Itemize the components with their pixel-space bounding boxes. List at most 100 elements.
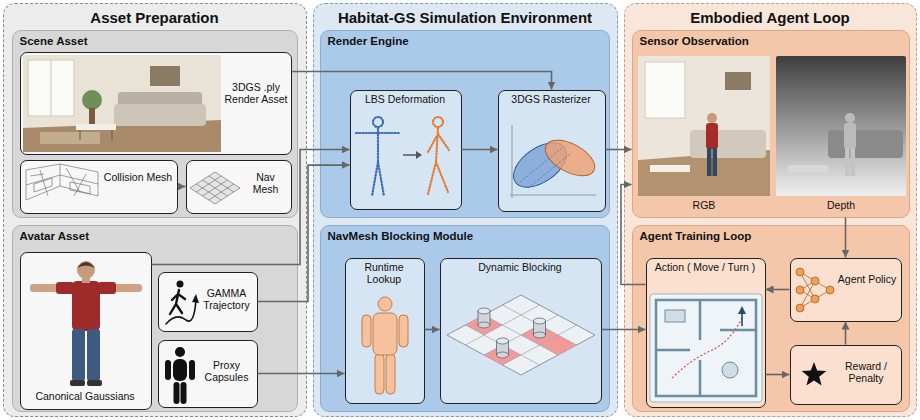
depth-image	[845, 113, 855, 123]
module-group: NavMesh Blocking ModuleRuntime LookupDyn…	[320, 225, 610, 412]
deform-arrow	[416, 151, 422, 159]
box-label: Runtime Lookup	[347, 261, 421, 285]
lbs-figures	[373, 117, 383, 127]
flow-arrow	[845, 218, 847, 258]
blocking-grid	[478, 308, 546, 358]
blocking-grid	[484, 315, 558, 355]
rgb-image	[725, 72, 751, 90]
walking-icon	[170, 290, 185, 314]
blocking-grid	[478, 308, 490, 314]
policy-network	[815, 290, 830, 299]
avatar-figure	[70, 380, 85, 386]
floor-map	[738, 306, 746, 314]
collision-mesh-sketch	[26, 164, 98, 200]
avatar-figure	[72, 281, 100, 331]
flow-arrow	[425, 329, 440, 331]
depth-image	[851, 148, 856, 176]
nav-mesh-grid	[196, 176, 221, 192]
flow-arrow	[602, 329, 646, 331]
gaussian-ellipses	[520, 148, 570, 188]
flow-arrow	[258, 373, 345, 375]
asset-group: Scene Asset 3DGS .ply Render AssetCollisi…	[12, 30, 298, 218]
group-title: Avatar Asset	[20, 230, 240, 243]
blocking-grid	[521, 325, 558, 345]
runtime-figure	[373, 313, 397, 355]
nav-mesh-grid	[209, 184, 234, 200]
process-box: Reward / Penalty	[790, 345, 902, 405]
runtime-figure	[378, 297, 392, 311]
blocking-grid	[503, 325, 577, 365]
loop-group: Sensor Observation	[632, 30, 910, 218]
box-label: Reward / Penalty	[834, 360, 898, 384]
box-label: LBS Deformation	[353, 93, 457, 105]
image-caption: RGB	[674, 199, 734, 211]
avatar-figure	[30, 261, 142, 386]
avatar-figure	[87, 329, 100, 381]
runtime-figure	[399, 315, 408, 347]
flow-arrow	[178, 186, 186, 188]
policy-network	[826, 286, 834, 294]
avatar-figure	[72, 329, 85, 381]
scene-photo	[150, 66, 180, 86]
process-box: LBS Deformation	[350, 90, 462, 210]
gaussian-ellipses	[506, 125, 601, 198]
box-label: GAMMA Trajectory	[198, 287, 255, 311]
box-label: Action ( Move / Turn )	[649, 261, 761, 273]
rgb-image	[706, 123, 718, 149]
gaussian-ellipses	[510, 195, 596, 196]
asset-box: Proxy Capsules	[158, 340, 258, 408]
walking-icon	[177, 281, 184, 288]
lbs-figures	[356, 117, 449, 196]
blocking-grid	[466, 325, 540, 365]
module-group: Render EngineLBS Deformation3DGS Rasteri…	[320, 30, 610, 218]
scene-photo	[114, 104, 206, 126]
blocking-grid	[534, 318, 546, 324]
nav-mesh-grid	[190, 172, 240, 204]
scene-photo	[51, 60, 52, 116]
policy-network	[811, 295, 819, 303]
blocking-grid	[540, 335, 577, 355]
blocking-grid	[534, 332, 546, 338]
avatar-figure	[77, 262, 95, 268]
nav-mesh-grid	[196, 184, 221, 200]
avatar-figure	[98, 282, 116, 294]
avatar-figure	[87, 380, 102, 386]
scene-photo	[76, 124, 116, 130]
policy-network	[811, 277, 819, 285]
runtime-figure	[362, 297, 408, 394]
asset-box: 3DGS .ply Render Asset	[20, 52, 292, 155]
panel-title: Embodied Agent Loop	[624, 9, 917, 26]
group-title: Scene Asset	[20, 35, 240, 48]
policy-network	[800, 281, 815, 308]
avatar-figure	[77, 261, 95, 279]
group-title: NavMesh Blocking Module	[328, 230, 588, 243]
depth-image	[776, 56, 906, 196]
floor-map	[672, 318, 742, 378]
floor-map	[650, 294, 762, 402]
box-label: 3DGS .ply Render Asset	[224, 81, 288, 105]
flow-arrow	[152, 150, 350, 265]
lbs-figures	[356, 128, 400, 196]
collision-mesh-sketch	[26, 164, 98, 200]
policy-network	[796, 304, 804, 312]
blocking-grid	[478, 311, 490, 325]
depth-image	[788, 165, 828, 172]
walking-icon	[166, 281, 199, 325]
flow-arrow	[606, 149, 632, 151]
blocking-grid	[447, 295, 595, 375]
avatar-figure	[82, 276, 90, 283]
scene-photo	[23, 55, 221, 152]
box-label: Collision Mesh	[103, 171, 173, 183]
walking-icon	[192, 294, 199, 303]
policy-network	[796, 268, 804, 276]
image-caption: Depth	[811, 199, 871, 211]
blocking-grid	[534, 321, 546, 335]
nav-mesh-grid	[190, 172, 240, 204]
scene-photo	[40, 132, 100, 144]
policy-network	[800, 272, 815, 281]
gaussian-ellipses	[540, 133, 601, 183]
nav-mesh-grid	[203, 180, 228, 196]
